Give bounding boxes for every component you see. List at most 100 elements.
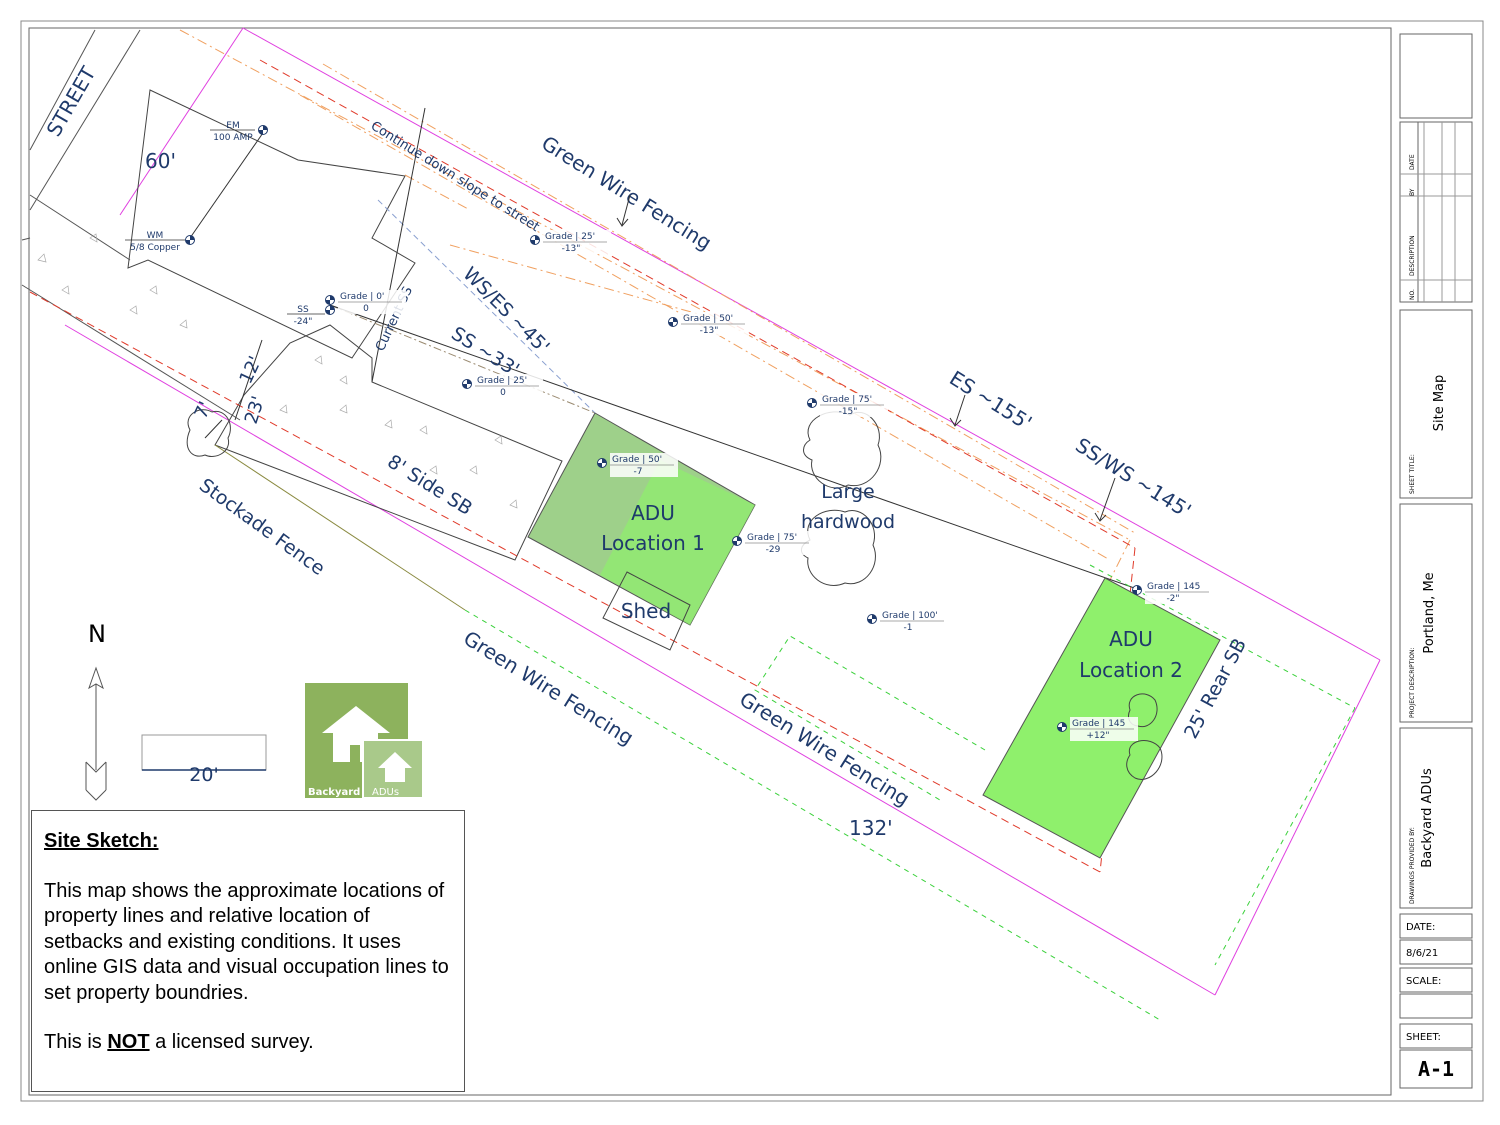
- shed-label: Shed: [621, 599, 671, 623]
- dim-23: 23': [241, 394, 270, 427]
- wm-copper: 5/8 Copper: [130, 243, 180, 253]
- scale-bar-label: 20': [189, 764, 218, 786]
- scale-bar: 20': [141, 734, 267, 786]
- grade-point-fill: [1057, 722, 1067, 732]
- provided-label: DRAWINGS PROVIDED BY:: [1409, 827, 1416, 904]
- em-amp: 100 AMP: [213, 133, 253, 143]
- sheet-label: SHEET:: [1406, 1032, 1441, 1043]
- grade-value: -2": [1166, 594, 1179, 604]
- wm-marker: WM 5/8 Copper: [125, 231, 195, 253]
- grade-value: 0: [500, 388, 506, 398]
- depth-dimension: 132': [849, 816, 893, 840]
- disclaimer-pre: This is: [44, 1031, 108, 1053]
- grade-marker: Grade | 50' -7: [597, 453, 678, 477]
- drawing-area-border: [28, 27, 1392, 1096]
- grade-point-fill: [807, 398, 817, 408]
- grade-label: Grade | 0': [340, 292, 384, 302]
- grade-label: Grade | 50': [683, 314, 733, 324]
- grade-value: -29: [766, 545, 781, 555]
- center-line: [189, 107, 1141, 591]
- ss-marker: SS -24": [287, 305, 335, 327]
- date-value: 8/6/21: [1406, 948, 1438, 959]
- grade-point-fill: [668, 317, 678, 327]
- note-heading: Site Sketch:: [44, 830, 159, 852]
- disclaimer-bold: NOT: [107, 1031, 150, 1053]
- grade-value: -7: [634, 467, 643, 477]
- continue-slope-label: Continue down slope to street: [368, 119, 542, 235]
- north-arrow: N: [85, 620, 107, 801]
- grade-label: Grade | 75': [822, 395, 872, 405]
- grade-value: -13": [700, 326, 719, 336]
- frontage-dimension: 60': [145, 149, 176, 173]
- side-sb-label: 8' Side SB: [383, 451, 476, 520]
- green-wire-south2-label: Green Wire Fencing: [735, 687, 914, 811]
- grade-label: Grade | 145: [1072, 719, 1125, 729]
- grade-marker: Grade | 100'-1: [867, 609, 948, 633]
- service-lines: [377, 199, 596, 414]
- grade-value: -1: [904, 623, 913, 633]
- grade-point-fill: [325, 295, 335, 305]
- sheet-title: Site Map: [1432, 375, 1447, 432]
- backyard-adus-logo: Backyard ADUs: [305, 683, 424, 799]
- grade-label: Grade | 25': [477, 376, 527, 386]
- grade-marker: Grade | 0' 0: [325, 290, 406, 314]
- grade-value: 0: [363, 304, 369, 314]
- grade-point-fill: [1132, 585, 1142, 595]
- grade-point-fill: [732, 536, 742, 546]
- grade-marker: Grade | 25' 0: [462, 374, 543, 398]
- stockade-fence-line: [214, 444, 466, 611]
- tree-label-b: hardwood: [801, 511, 895, 533]
- grade-point-fill: [867, 614, 877, 624]
- tree-label-a: Large: [821, 481, 874, 503]
- adu1-label-b: Location 1: [601, 531, 705, 555]
- rev-desc-label: DESCRIPTION: [1409, 235, 1416, 276]
- grade-label: Grade | 145: [1147, 582, 1200, 592]
- em-label: EM: [226, 121, 239, 131]
- adu-location-1-overlay: [600, 460, 755, 625]
- disclaimer-post: a licensed survey.: [149, 1031, 314, 1053]
- property-lines: [64, 27, 1381, 996]
- em-marker: EM 100 AMP: [210, 121, 268, 143]
- rev-date-label: DATE: [1409, 154, 1416, 170]
- paved-area-triangles: [37, 233, 518, 509]
- dim-12: 12': [235, 353, 266, 387]
- grade-label: Grade | 75': [747, 533, 797, 543]
- scale-label: SCALE:: [1406, 976, 1441, 987]
- grade-label: Grade | 25': [545, 232, 595, 242]
- ssws145-label: SS/WS ~145': [1071, 433, 1195, 523]
- grade-value: -13": [562, 244, 581, 254]
- sheet-outer-border: [20, 20, 1484, 1102]
- wm-label: WM: [147, 231, 164, 241]
- grade-point-fill: [530, 235, 540, 245]
- title-block: NO. DESCRIPTION BY DATE SHEET TITLE: Sit…: [1399, 33, 1473, 1089]
- grade-marker: Grade | 75' -15": [807, 393, 888, 417]
- grade-marker: Grade | 75' -29: [732, 531, 813, 555]
- current-ss-line: [329, 304, 596, 414]
- rev-by-label: BY: [1409, 188, 1416, 196]
- grade-value: -15": [839, 407, 858, 417]
- adu2-label-b: Location 2: [1079, 658, 1183, 682]
- grade-marker: Grade | 145+12": [1057, 717, 1138, 741]
- adu1-label-a: ADU: [631, 501, 675, 525]
- existing-house: [127, 89, 416, 359]
- rev-no-label: NO.: [1409, 289, 1416, 300]
- callout-arrows: [204, 194, 1116, 522]
- adu2-label-a: ADU: [1109, 627, 1153, 651]
- date-label: DATE:: [1406, 922, 1435, 933]
- ss-label: SS: [297, 305, 309, 315]
- site-sketch-note: Site Sketch: This map shows the approxim…: [31, 810, 465, 1092]
- street: STREET: [29, 29, 141, 211]
- north-label: N: [88, 620, 106, 648]
- sheet-number: A-1: [1418, 1057, 1454, 1081]
- dim-line-12: [234, 339, 263, 421]
- grade-point-fill: [462, 379, 472, 389]
- grade-label: Grade | 50': [612, 455, 662, 465]
- provided-by: Backyard ADUs: [1420, 768, 1435, 868]
- grade-marker: Grade | 145 -2": [1132, 580, 1213, 604]
- tree-small-front: [186, 409, 231, 457]
- project-label: PROJECT DESCRIPTION:: [1409, 648, 1416, 718]
- note-disclaimer: This is NOT a licensed survey.: [44, 1030, 452, 1056]
- green-wire-south1-label: Green Wire Fencing: [459, 626, 638, 750]
- es155-label: ES ~155': [945, 366, 1036, 435]
